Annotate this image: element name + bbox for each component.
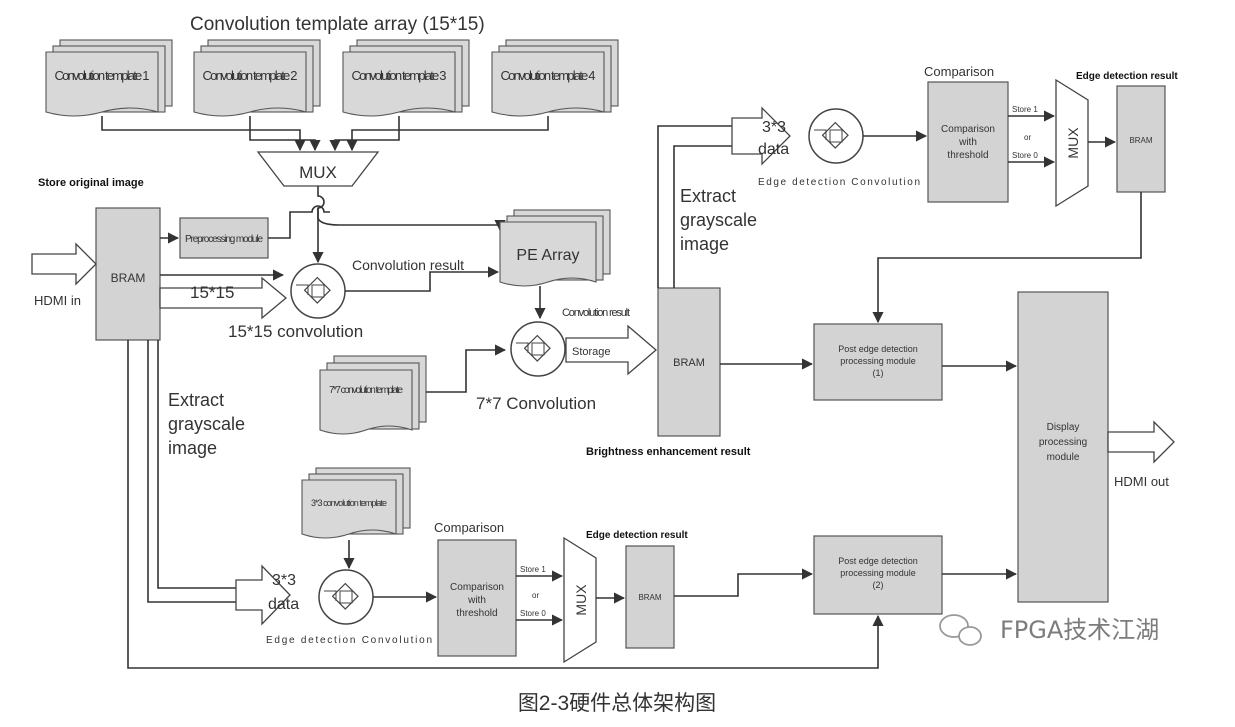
bottom-edge-bram [625,545,675,649]
conv-result-label: Convolution result [352,257,464,273]
bottom-comparison-box [437,539,517,657]
conv-7x7-symbol [510,321,566,377]
post-edge-module-2 [813,535,943,615]
template-3x3: 3*3 convolution template [301,467,411,539]
bottom-store1: Store 1 [520,565,546,574]
top-edge-conv-symbol [808,108,864,164]
bottom-mux: MUX [563,536,597,664]
template-4-label: Convolution template 4 [501,68,596,83]
convolution-template-1: Convolution template 1 [45,39,173,117]
watermark: FPGA技术江湖 [939,614,1159,646]
conv-15x15-label: 15*15 convolution [228,322,363,341]
bottom-data-arrow [235,564,291,626]
bottom-comparison-title: Comparison [434,520,504,535]
template-3-label: Convolution template 3 [352,68,447,83]
bottom-edge-conv-label: Edge detection Convolution [266,635,432,646]
bottom-store0: Store 0 [520,609,546,618]
template-7x7: 7*7 convolution template [319,355,427,435]
convolution-template-3: Convolution template 3 [342,39,470,117]
template-7x7-label: 7*7 convolution template [329,385,403,396]
preprocessing-module [179,217,269,259]
hdmi-in-arrow [31,242,97,286]
storage-label: Storage [572,346,611,358]
pe-array-label: PE Array [516,247,579,264]
hdmi-out-arrow [1107,420,1175,464]
top-store1: Store 1 [1012,105,1038,114]
bottom-edge-conv-symbol [318,569,374,625]
wechat-icon [939,614,982,646]
top-comparison-box [927,81,1009,203]
template-1-label: Convolution template 1 [55,68,150,83]
bottom-mux-label: MUX [573,584,589,616]
top-store0: Store 0 [1012,151,1038,160]
bram-middle [657,287,721,437]
conv-7x7-label: 7*7 Convolution [476,394,596,413]
conv-result-storage-label: Convolution result [562,307,630,319]
top-edge-result-label: Edge detection result [1076,71,1178,82]
hdmi-out-label: HDMI out [1114,474,1169,489]
bram-middle-label: BRAM [673,357,705,369]
top-edge-bram [1116,85,1166,193]
bram-left-label: BRAM [111,271,146,285]
top-comparison-title: Comparison [924,64,994,79]
template-2-label: Convolution template 2 [203,68,298,83]
input-15x15-label: 15*15 [190,283,234,302]
store-original-label: Store original image [38,177,144,189]
top-edge-conv-label: Edge detection Convolution [758,177,920,188]
figure-caption: 图2-3硬件总体架构图 [518,692,716,715]
top-mux-label: MUX [1065,127,1081,159]
mux-top-label: MUX [299,163,337,182]
top-data-arrow [731,106,791,166]
bottom-or: or [532,591,539,600]
top-mux: MUX [1055,78,1089,208]
mux-top: MUX [256,151,380,187]
hdmi-in-label: HDMI in [34,293,81,308]
template-array-title: Convolution template array (15*15) [190,14,485,35]
conv-15x15-symbol [290,263,346,319]
top-or: or [1024,133,1031,142]
watermark-text: FPGA技术江湖 [1000,616,1159,644]
pe-array: PE Array [499,209,611,287]
storage-arrow [565,324,657,376]
bottom-edge-result-label: Edge detection result [586,530,688,541]
bottom-edge-bram-label: BRAM [638,593,661,602]
convolution-template-4: Convolution template 4 [491,39,619,117]
convolution-template-2: Convolution template 2 [193,39,321,117]
post-edge-module-1 [813,323,943,401]
top-edge-bram-label: BRAM [1129,136,1152,145]
preprocessing-label: Preprocessing module [185,234,263,245]
input-15x15-arrow [159,276,288,320]
brightness-result-label: Brightness enhancement result [586,446,751,458]
template-3x3-label: 3*3 convolution template [311,498,387,508]
